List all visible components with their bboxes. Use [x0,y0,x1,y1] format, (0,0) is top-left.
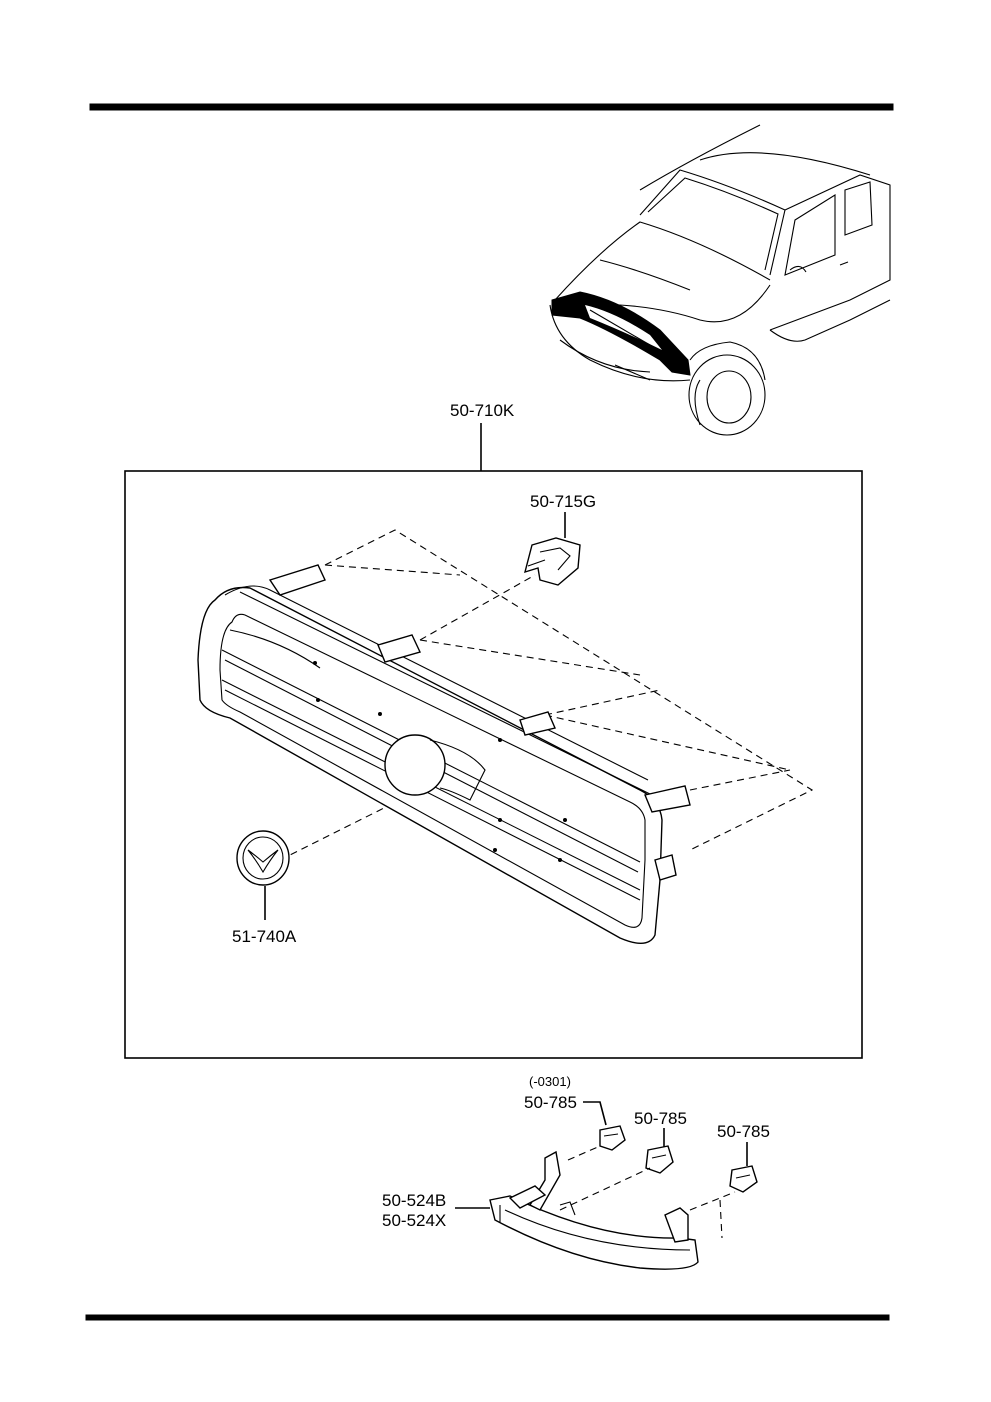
lower-bracket-part [489,1150,699,1270]
lower-bracket-label-2: 50-524X [382,1211,446,1230]
fastener-c-label: 50-785 [717,1122,770,1141]
grille-clip-part [524,537,581,586]
grille-detail-frame [124,470,863,1059]
serial-note-label: (-0301) [529,1074,571,1089]
fastener-c-part [729,1165,758,1193]
vehicle-overview-illustration [549,124,891,436]
fastener-a-leader [583,1101,607,1126]
emblem-label: 51-740A [232,927,297,946]
top-rule [89,103,894,111]
fastener-a-label: 50-785 [524,1093,577,1112]
lower-guide-lines [559,1145,736,1239]
fastener-a-part [599,1125,626,1151]
fastener-b-label: 50-785 [634,1109,687,1128]
emblem-part [236,830,290,886]
lower-bracket-label-1: 50-524B [382,1191,446,1210]
bottom-rule [85,1314,890,1321]
fastener-b-part [645,1145,674,1174]
assembly-guide-lines [279,529,814,861]
front-grille-part [197,564,691,944]
grille-assembly-label: 50-710K [450,401,515,420]
grille-clip-label: 50-715G [530,492,596,511]
